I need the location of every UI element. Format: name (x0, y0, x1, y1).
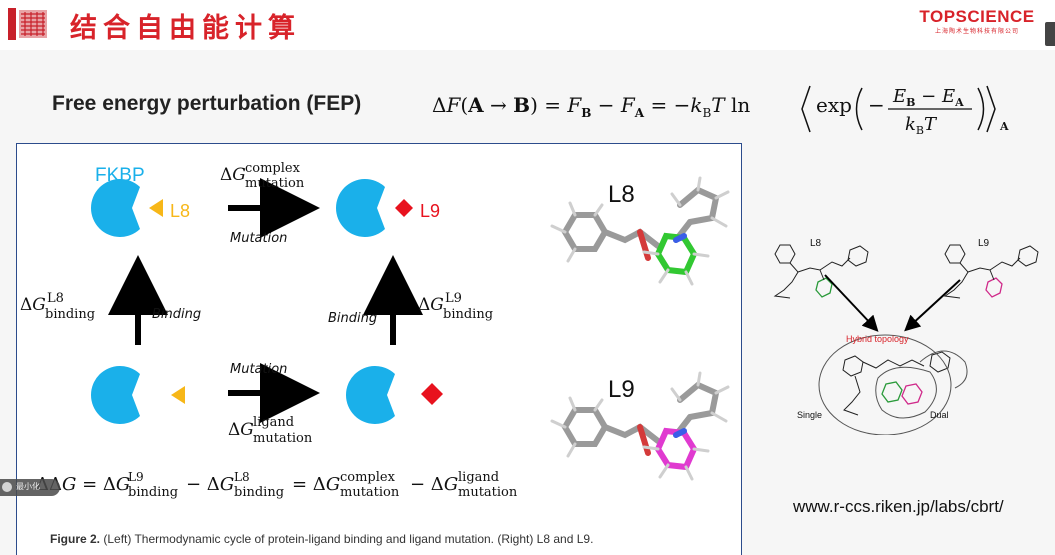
svg-text:− ΔG: − ΔG (410, 474, 458, 495)
slide-title: 结合自由能计算 (70, 13, 301, 44)
svg-text:− ΔG: − ΔG (186, 474, 234, 495)
collapse-icon (2, 482, 12, 492)
binding-label-left: Binding (152, 307, 201, 322)
svg-text:complex: complex (340, 470, 396, 485)
figure-caption: Figure 2. (Left) Thermodynamic cycle of … (50, 532, 593, 546)
fkbp-protein-top-left (90, 179, 140, 237)
rf-single-label: Single (797, 410, 822, 420)
reference-url: www.r-ccs.riken.jp/labs/cbrt/ (793, 497, 1004, 516)
svg-text:ΔG: ΔG (220, 165, 246, 185)
svg-text:binding: binding (45, 307, 95, 322)
mutation-label-top: Mutation (230, 231, 287, 246)
rf-l9-label: L9 (978, 238, 990, 249)
svg-text:binding: binding (128, 485, 178, 500)
logo-text: TOPSCIENCE (919, 7, 1035, 26)
svg-text:ΔF(A → B) = FB − FA = −kBT ln: ΔF(A → B) = FB − FA = −kBT ln (432, 93, 750, 120)
l9-label: L9 (420, 201, 440, 221)
l9-structure-label: L9 (608, 376, 635, 403)
ligand-l8-top (149, 199, 163, 217)
svg-text:L9: L9 (128, 470, 144, 484)
l9-3d-structure: L9 (550, 371, 730, 481)
logo-subtext: 上海陶术生物科技有限公司 (934, 29, 1019, 35)
ddg-equation: ΔΔG = ΔG L9 binding − ΔG L8 binding = ΔG… (36, 470, 518, 500)
minimized-panel-pill[interactable]: 最小化 (0, 479, 60, 496)
svg-text:exp: exp (816, 93, 852, 117)
svg-text:−: − (868, 93, 885, 117)
svg-text:L9: L9 (445, 291, 462, 306)
svg-text:A: A (999, 120, 1009, 133)
thermodynamic-cycle-diagram: FKBP L8 L9 ΔG complex mutation Mutation … (20, 161, 730, 500)
l8-structure-label: L8 (608, 181, 635, 208)
svg-text:binding: binding (234, 485, 284, 500)
fkbp-label: FKBP (95, 165, 145, 186)
thermodynamic-cycle-figure (16, 143, 742, 555)
fep-equation: ΔF(A → B) = FB − FA = −kBT ln exp − EB −… (432, 85, 1009, 137)
ligand-l9-bottom (421, 383, 443, 405)
minimized-panel-text: 最小化 (16, 482, 40, 491)
svg-text:kBT: kBT (905, 114, 938, 137)
svg-text:ligand: ligand (458, 470, 499, 485)
ligand-l9-top (395, 199, 413, 217)
fep-heading: Free energy perturbation (FEP) (52, 92, 362, 115)
svg-text:L8: L8 (47, 291, 64, 306)
svg-text:L8: L8 (234, 470, 250, 484)
svg-text:ΔG: ΔG (418, 295, 444, 315)
mutation-label-bottom: Mutation (230, 362, 287, 377)
binding-label-right: Binding (328, 311, 377, 326)
svg-text:ΔG: ΔG (20, 295, 46, 315)
svg-text:mutation: mutation (253, 431, 313, 446)
rf-hybrid-label: Hybrid topology (846, 334, 909, 344)
caption-figure-number: Figure 2. (50, 532, 101, 546)
slide-header: 结合自由能计算 TOPSCIENCE 上海陶术生物科技有限公司 (0, 0, 1055, 50)
svg-text:ΔG: ΔG (228, 420, 254, 440)
side-panel-tab[interactable] (1045, 22, 1055, 46)
svg-text:ligand: ligand (253, 415, 294, 430)
l8-3d-structure: L8 (550, 176, 730, 286)
svg-text:complex: complex (245, 161, 301, 176)
svg-text:= ΔG: = ΔG (292, 474, 340, 495)
ligand-l8-bottom (171, 386, 185, 404)
fkbp-protein-top-right (335, 179, 385, 237)
svg-text:binding: binding (443, 307, 493, 322)
svg-text:mutation: mutation (245, 176, 305, 191)
svg-text:mutation: mutation (340, 485, 400, 500)
l8-label: L8 (170, 201, 190, 221)
svg-text:EB − EA: EB − EA (892, 86, 964, 109)
title-block-icon (8, 8, 47, 40)
svg-text:mutation: mutation (458, 485, 518, 500)
rf-l8-label: L8 (810, 238, 822, 249)
fkbp-protein-bottom-right (345, 366, 395, 424)
rf-dual-label: Dual (930, 410, 949, 420)
company-logo: TOPSCIENCE 上海陶术生物科技有限公司 (916, 7, 1038, 36)
fkbp-protein-bottom-left (90, 366, 140, 424)
caption-text: (Left) Thermodynamic cycle of protein-li… (100, 532, 594, 546)
hybrid-topology-figure: L8 L9 Hybrid topology Single Dual (773, 238, 1039, 435)
